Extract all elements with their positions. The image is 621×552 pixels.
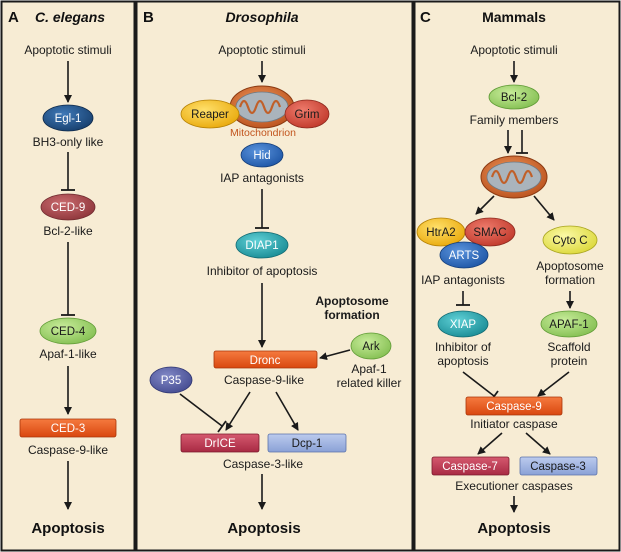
inhibit-xiap-caspase9 — [462, 371, 495, 397]
cytoc-node — [542, 225, 598, 255]
panel-b-stimuli: Apoptotic stimuli — [218, 43, 305, 57]
arrow-caspase9-caspase7 — [477, 432, 503, 455]
dronc-desc: Caspase-9-like — [224, 373, 304, 387]
ced9-desc: Bcl-2-like — [43, 224, 93, 238]
egl1-desc: BH3-only like — [33, 135, 104, 149]
panel-a-stimuli: Apoptotic stimuli — [24, 43, 111, 57]
apaf1-desc-line1: Scaffold — [547, 340, 590, 354]
dronc-node — [213, 350, 318, 369]
panel-b: B Drosophila Apoptotic stimuli Reaper Gr… — [143, 9, 401, 537]
apaf1-label: APAF-1 — [549, 319, 588, 331]
inhibit-p35-drice — [179, 393, 223, 427]
cytoc-label: Cyto C — [552, 235, 587, 247]
ced4-label: CED-4 — [51, 326, 86, 338]
panel-a: A C. elegans Apoptotic stimuli Egl-1 BH3… — [8, 9, 117, 537]
arrow-mito-iap-antagonists — [475, 195, 495, 215]
p35-label: P35 — [161, 375, 181, 387]
xiap-node — [437, 310, 489, 338]
ark-node — [350, 332, 392, 360]
panel-a-outcome: Apoptosis — [31, 520, 104, 537]
smac-node — [464, 217, 516, 247]
ark-label: Ark — [362, 341, 380, 353]
mitochondrion-icon — [480, 155, 548, 199]
panel-c-stimuli: Apoptotic stimuli — [470, 43, 557, 57]
arrow-caspase9-caspase3 — [525, 432, 551, 455]
drice-node — [180, 433, 260, 453]
dcp1-label: Dcp-1 — [292, 438, 323, 450]
dronc-label: Dronc — [250, 355, 281, 367]
arrow-dronc-dcp1 — [275, 391, 299, 431]
arrow-mito-cytoc — [533, 195, 555, 221]
caspase3-label: Caspase-3 — [530, 461, 586, 473]
exec-caspases-desc: Executioner caspases — [455, 479, 572, 493]
diap1-label: DIAP1 — [245, 240, 278, 252]
mitochondrion-icon — [229, 85, 295, 129]
p35-node — [149, 366, 193, 394]
mitochondrion-label: Mitochondrion — [230, 127, 296, 139]
arrow-apaf1-caspase9 — [537, 371, 570, 397]
panel-b-letter: B — [143, 9, 154, 26]
b-caspase3-desc: Caspase-3-like — [223, 457, 303, 471]
hid-node — [240, 142, 284, 168]
arts-label: ARTS — [449, 250, 480, 262]
xiap-label: XIAP — [450, 319, 477, 331]
hid-label: Hid — [253, 150, 270, 162]
c-apoptosome-line1: Apoptosome — [536, 259, 604, 273]
htra2-label: HtrA2 — [426, 227, 455, 239]
bcl2-node — [488, 84, 540, 110]
panel-c: C Mammals Apoptotic stimuli Bcl-2 Family… — [416, 9, 604, 537]
xiap-desc-line1: Inhibitor of — [435, 340, 492, 354]
b-apoptosome-line1: Apoptosome — [315, 294, 389, 308]
egl1-label: Egl-1 — [55, 113, 82, 125]
diap1-node — [235, 231, 289, 259]
diap1-desc: Inhibitor of apoptosis — [207, 264, 318, 278]
bcl2-label: Bcl-2 — [501, 92, 527, 104]
panel-b-outcome: Apoptosis — [227, 520, 300, 537]
arts-node — [439, 241, 489, 269]
drice-label: DrICE — [204, 438, 236, 450]
ced3-node — [19, 418, 117, 438]
b-iap-antagonists-desc: IAP antagonists — [220, 171, 304, 185]
bcl2-desc: Family members — [470, 113, 559, 127]
panel-b-title: Drosophila — [225, 9, 298, 25]
c-iap-antagonists-desc: IAP antagonists — [421, 273, 505, 287]
xiap-desc-line2: apoptosis — [437, 354, 488, 368]
ced9-node — [40, 193, 96, 221]
arrow-ark-dronc — [319, 349, 351, 361]
ark-desc-line2: related killer — [337, 376, 402, 390]
panel-c-letter: C — [420, 9, 431, 26]
c-apoptosome-line2: formation — [545, 273, 595, 287]
caspase9-node — [465, 396, 563, 416]
ced4-desc: Apaf-1-like — [39, 347, 97, 361]
dcp1-node — [267, 433, 347, 453]
caspase9-label: Caspase-9 — [486, 401, 542, 413]
apaf1-desc-line2: protein — [551, 354, 588, 368]
arrow-dronc-drice — [225, 391, 251, 431]
reaper-label: Reaper — [191, 109, 229, 121]
caspase9-desc: Initiator caspase — [470, 417, 558, 431]
egl1-node — [42, 104, 94, 132]
ced3-desc: Caspase-9-like — [28, 443, 108, 457]
panel-c-outcome: Apoptosis — [477, 520, 550, 537]
caspase3-node — [519, 456, 598, 476]
smac-label: SMAC — [473, 227, 506, 239]
apaf1-node — [540, 310, 598, 338]
ced3-label: CED-3 — [51, 423, 86, 435]
panel-a-letter: A — [8, 9, 19, 26]
ced4-node — [39, 317, 97, 345]
panel-c-title: Mammals — [482, 9, 546, 25]
b-apoptosome-line2: formation — [324, 308, 379, 322]
caspase7-label: Caspase-7 — [442, 461, 498, 473]
ced9-label: CED-9 — [51, 202, 86, 214]
reaper-node — [180, 99, 240, 129]
panel-a-title: C. elegans — [35, 9, 105, 25]
ark-desc-line1: Apaf-1 — [351, 362, 387, 376]
caspase7-node — [431, 456, 510, 476]
grim-node — [284, 99, 330, 129]
grim-label: Grim — [295, 109, 320, 121]
